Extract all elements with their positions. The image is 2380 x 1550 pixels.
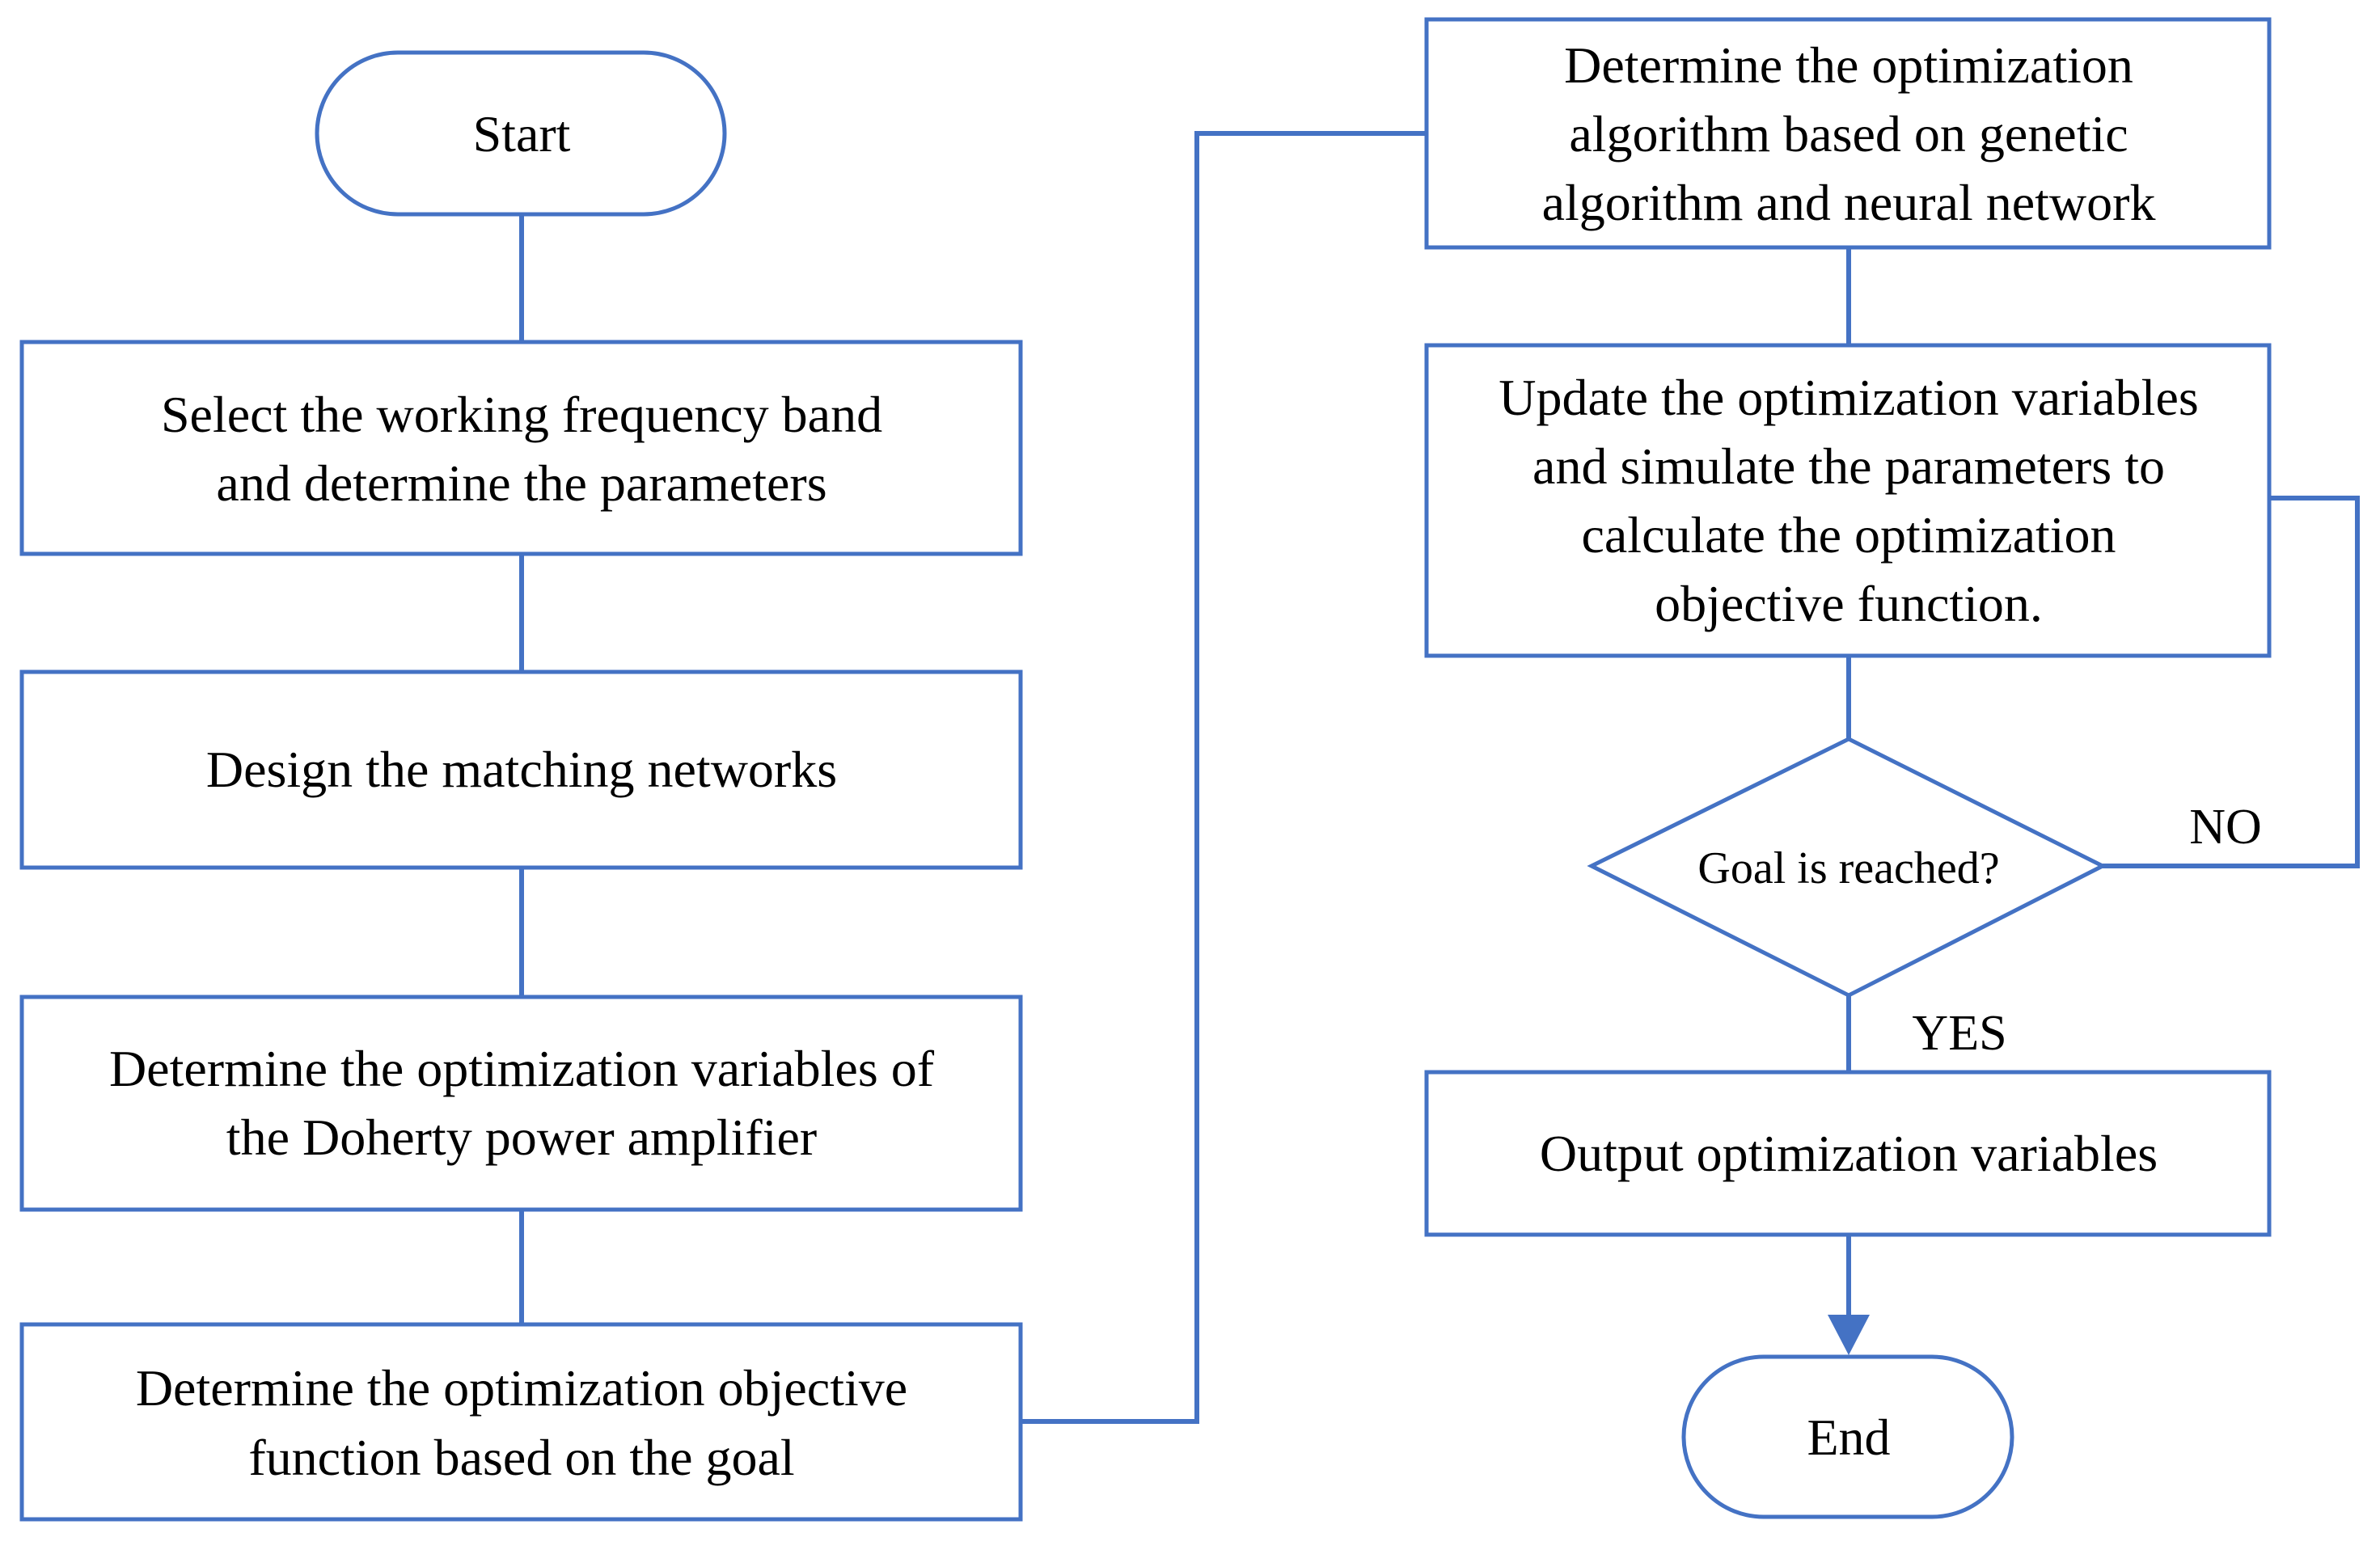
- update-variables-line-3: calculate the optimization: [1581, 506, 2116, 564]
- edge-label-yes: YES: [1912, 1006, 2006, 1061]
- update-variables-box: [1424, 343, 2272, 658]
- select-band-line-1: Select the working frequency band: [161, 386, 882, 443]
- determine-variables-node: Determine the optimization variables of …: [19, 995, 1023, 1212]
- connectors: [519, 131, 2360, 1424]
- design-matching-line-1: Design the matching networks: [206, 741, 837, 798]
- goal-decision-label: Goal is reached?: [1697, 843, 1999, 893]
- connector-decision-no-loop: [2103, 496, 2360, 868]
- determine-variables-line-2: the Doherty power amplifier: [226, 1109, 817, 1166]
- goal-decision-node: Goal is reached?: [1587, 737, 2107, 998]
- update-variables-line-1: Update the optimization variables: [1499, 369, 2199, 426]
- start-node: Start: [315, 50, 727, 217]
- determine-objective-box: [19, 1322, 1023, 1522]
- select-band-box: [19, 340, 1023, 556]
- determine-variables-line-1: Determine the optimization variables of: [109, 1040, 935, 1097]
- determine-algorithm-box: [1424, 17, 2272, 250]
- end-label: End: [1807, 1409, 1890, 1466]
- determine-algorithm-line-3: algorithm and neural network: [1542, 174, 2156, 231]
- end-node: End: [1681, 1354, 2014, 1519]
- start-terminator-shape: [315, 50, 727, 217]
- design-matching-box: [19, 669, 1023, 870]
- connector-objective-to-algorithm: [1021, 131, 1427, 1424]
- edge-label-no: NO: [2189, 800, 2262, 855]
- end-terminator-shape: [1681, 1354, 2014, 1519]
- start-label: Start: [473, 105, 571, 163]
- update-variables-node: Update the optimization variables and si…: [1424, 343, 2272, 658]
- update-variables-line-4: objective function.: [1655, 575, 2043, 632]
- determine-algorithm-node: Determine the optimization algorithm bas…: [1424, 17, 2272, 250]
- select-band-node: Select the working frequency band and de…: [19, 340, 1023, 556]
- determine-algorithm-line-1: Determine the optimization: [1564, 36, 2133, 94]
- update-variables-line-2: and simulate the parameters to: [1532, 437, 2165, 495]
- arrow-head-to-end: [1828, 1315, 1870, 1355]
- determine-objective-line-2: function based on the goal: [248, 1429, 794, 1486]
- output-variables-box: [1424, 1070, 2272, 1237]
- design-matching-node: Design the matching networks: [19, 669, 1023, 870]
- determine-objective-node: Determine the optimization objective fun…: [19, 1322, 1023, 1522]
- output-variables-node: Output optimization variables: [1424, 1070, 2272, 1237]
- determine-objective-line-1: Determine the optimization objective: [136, 1359, 907, 1417]
- goal-decision-diamond: [1587, 737, 2107, 998]
- select-band-line-2: and determine the parameters: [216, 454, 826, 512]
- output-variables-line-1: Output optimization variables: [1540, 1125, 2158, 1182]
- determine-variables-box: [19, 995, 1023, 1212]
- determine-algorithm-line-2: algorithm based on genetic: [1569, 105, 2128, 163]
